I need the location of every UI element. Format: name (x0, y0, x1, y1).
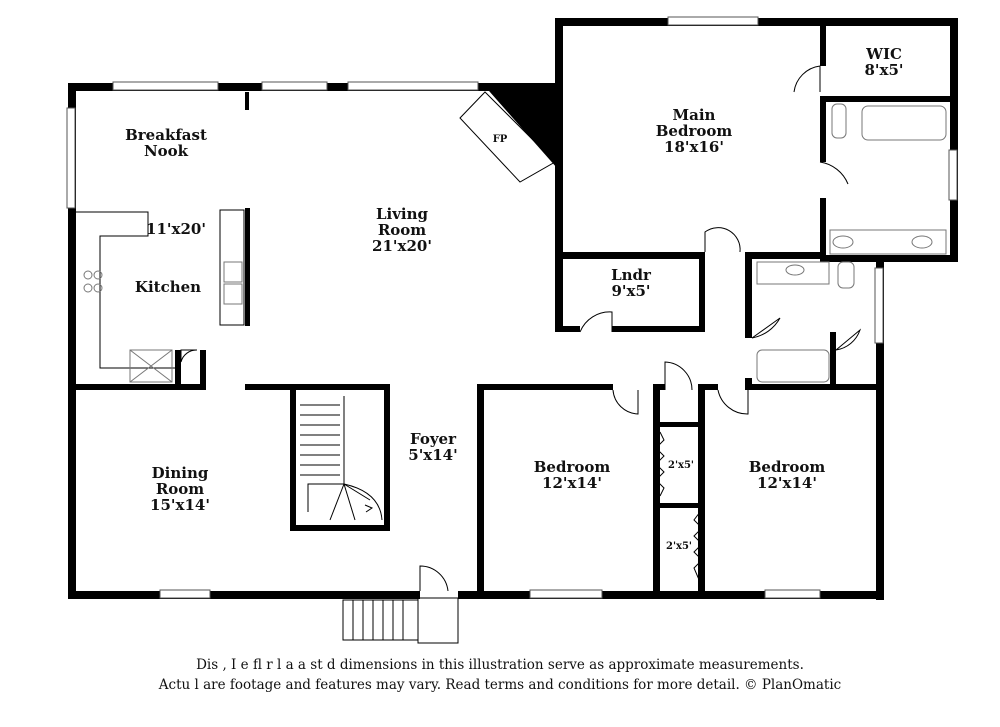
breakfast-nook-label-line1: Breakfast (125, 126, 207, 144)
fireplace-hearth (459, 91, 556, 183)
bath-fixtures (756, 103, 947, 383)
bedroom-3-label: Bedroom (749, 458, 826, 476)
kitchen-counters (76, 209, 245, 383)
bedroom-2-label: Bedroom (534, 458, 611, 476)
bedroom-2-dimension: 12'x14' (542, 474, 602, 492)
entry-steps (342, 597, 459, 644)
laundry-label: Lndr (611, 266, 652, 284)
laundry-dimension: 9'x5' (611, 282, 650, 300)
kitchen-dimension: 11'x20' (146, 220, 206, 238)
foyer-dimension: 5'x14' (408, 446, 457, 464)
door-swings (180, 65, 862, 592)
main-bedroom-label-line1: Main (673, 106, 716, 124)
room-labels: Breakfast Nook 11'x20' Kitchen Living Ro… (125, 45, 903, 552)
bedroom-3-dimension: 12'x14' (757, 474, 817, 492)
closet-1-dimension: 2'x5' (668, 460, 694, 471)
living-room-label-line2: Room (378, 221, 426, 239)
wic-label: WIC (865, 45, 902, 63)
living-room-label-line1: Living (376, 205, 429, 223)
dining-room-dimension: 15'x14' (150, 496, 210, 514)
foyer-label: Foyer (410, 430, 457, 448)
disclaimer-line-2: Actu l are footage and features may vary… (158, 677, 842, 693)
kitchen-label: Kitchen (135, 278, 201, 296)
closet-2-dimension: 2'x5' (666, 541, 692, 552)
wic-dimension: 8'x5' (864, 61, 903, 79)
disclaimer-line-1: Dis , I e fl r l a a st d dimensions in … (196, 657, 804, 673)
dining-room-label-line2: Room (156, 480, 204, 498)
living-room-dimension: 21'x20' (372, 237, 432, 255)
stairs (300, 396, 383, 521)
main-bedroom-label-line2: Bedroom (656, 122, 733, 140)
closet-bifold-doors (655, 431, 703, 583)
main-bedroom-dimension: 18'x16' (664, 138, 724, 156)
disclaimer: Dis , I e fl r l a a st d dimensions in … (0, 655, 1000, 695)
windows (66, 16, 958, 599)
interior-walls (68, 26, 958, 599)
fireplace-label: FP (493, 134, 508, 145)
dining-room-label-line1: Dining (152, 464, 209, 482)
breakfast-nook-label-line2: Nook (144, 142, 189, 160)
